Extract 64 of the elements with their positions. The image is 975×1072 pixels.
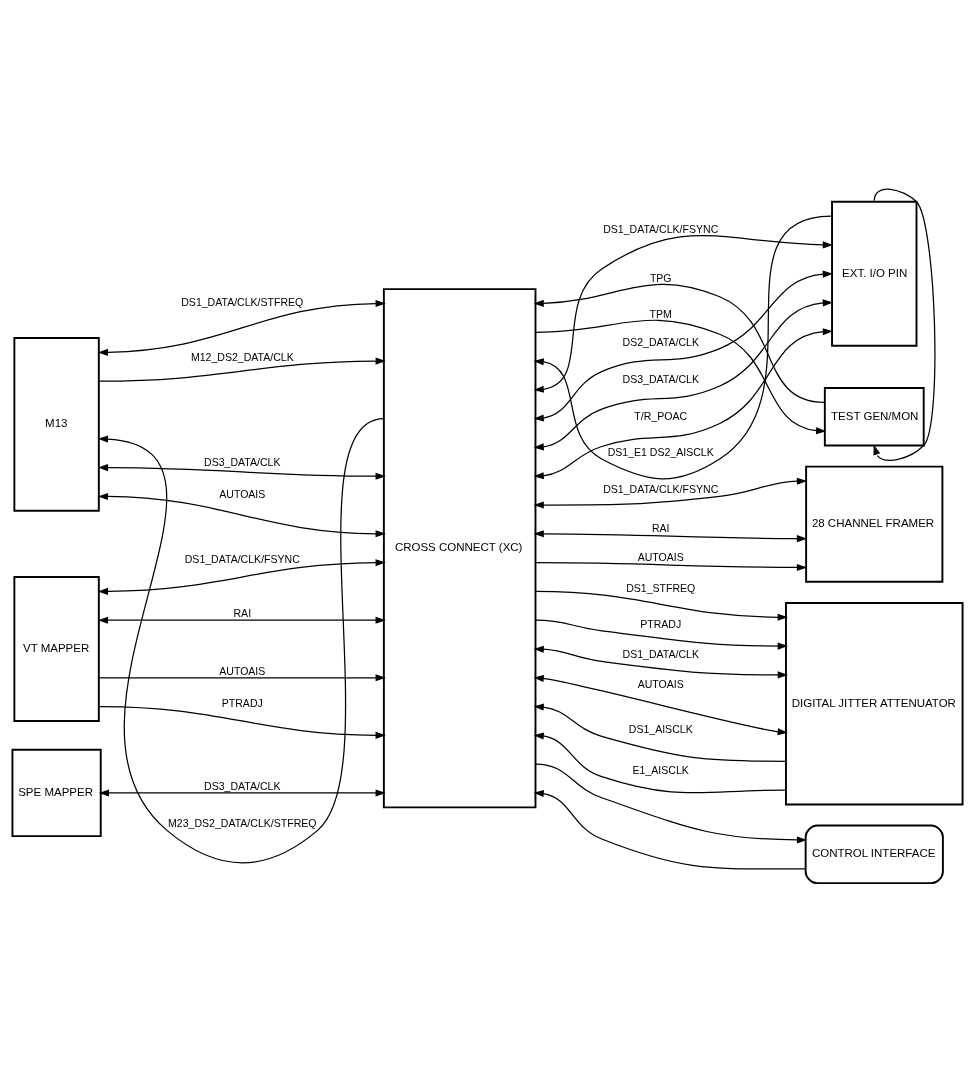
arrow	[533, 477, 808, 509]
node-box: DIGITAL JITTER ATTENUATOR	[785, 601, 964, 806]
arrow	[533, 234, 833, 393]
node-box: CONTROL INTERFACE	[804, 824, 944, 885]
edge-label: AUTOAIS	[219, 488, 266, 501]
edge-label: DS1_STFREQ	[626, 582, 696, 595]
arrow	[533, 645, 788, 679]
arrow	[533, 703, 787, 762]
arrow	[534, 562, 808, 571]
node-box: EXT. I/O PIN	[831, 200, 918, 347]
arrow	[873, 188, 936, 461]
arrow	[533, 732, 787, 794]
arrow	[98, 789, 386, 797]
arrow	[97, 616, 386, 624]
edge-label: E1_AISCLK	[632, 763, 689, 776]
edge-label: TPM	[649, 307, 672, 320]
arrow	[534, 763, 808, 844]
arrow	[97, 559, 386, 595]
node-box: M13	[13, 337, 100, 512]
arrow	[97, 418, 385, 864]
edge-label: DS1_DATA/CLK	[622, 648, 699, 661]
edge-label: DS2_DATA/CLK	[622, 335, 699, 348]
node-box: 28 CHANNEL FRAMER	[805, 465, 944, 583]
edge-label: PTRADJ	[640, 617, 682, 630]
edge-label: AUTOAIS	[637, 550, 684, 563]
arrow	[534, 619, 788, 650]
edge-label: DS1_DATA/CLK/FSYNC	[603, 223, 719, 236]
edge-label: RAI	[651, 521, 670, 534]
edge-label: DS1_E1 DS2_AISCLK	[607, 445, 714, 458]
edge-label: TPG	[649, 272, 672, 285]
arrow	[99, 705, 386, 739]
edge-label: RAI	[233, 607, 252, 620]
edge-label: PTRADJ	[221, 697, 263, 710]
edge-label: M12_DS2_DATA/CLK	[190, 350, 294, 363]
arrow	[533, 674, 788, 736]
arrow	[533, 299, 833, 451]
node-box: CROSS CONNECT (XC)	[382, 288, 537, 809]
edge-label: DS3_DATA/CLK	[204, 456, 281, 469]
edge-label: M23_DS2_DATA/CLK/STFREQ	[168, 817, 317, 830]
arrow	[533, 790, 806, 870]
edge-label: DS1_DATA/CLK/FSYNC	[184, 553, 300, 566]
edge-label: DS1_DATA/CLK/STFREQ	[181, 296, 304, 309]
edge-label: DS3_DATA/CLK	[204, 779, 281, 792]
arrow	[99, 357, 386, 382]
node-box: SPE MAPPER	[11, 748, 102, 838]
arrow	[99, 674, 386, 682]
arrow	[533, 328, 833, 480]
arrow	[97, 300, 386, 356]
edge-label: AUTOAIS	[637, 678, 684, 691]
arrow	[534, 590, 788, 621]
edge-label: AUTOAIS	[219, 664, 266, 677]
node-box: VT MAPPER	[13, 576, 100, 722]
edge-label: DS1_DATA/CLK/FSYNC	[603, 483, 719, 496]
arrow	[533, 270, 833, 422]
arrow	[97, 464, 386, 480]
edge-label: DS3_DATA/CLK	[622, 372, 699, 385]
node-box: TEST GEN/MON	[823, 387, 925, 447]
arrow	[97, 492, 386, 538]
arrow	[533, 283, 825, 403]
edge-label: T/R_POAC	[634, 410, 688, 423]
edge-label: DS1_AISCLK	[628, 723, 693, 736]
arrow	[534, 319, 827, 435]
arrow	[533, 530, 808, 543]
arrow	[533, 215, 832, 480]
